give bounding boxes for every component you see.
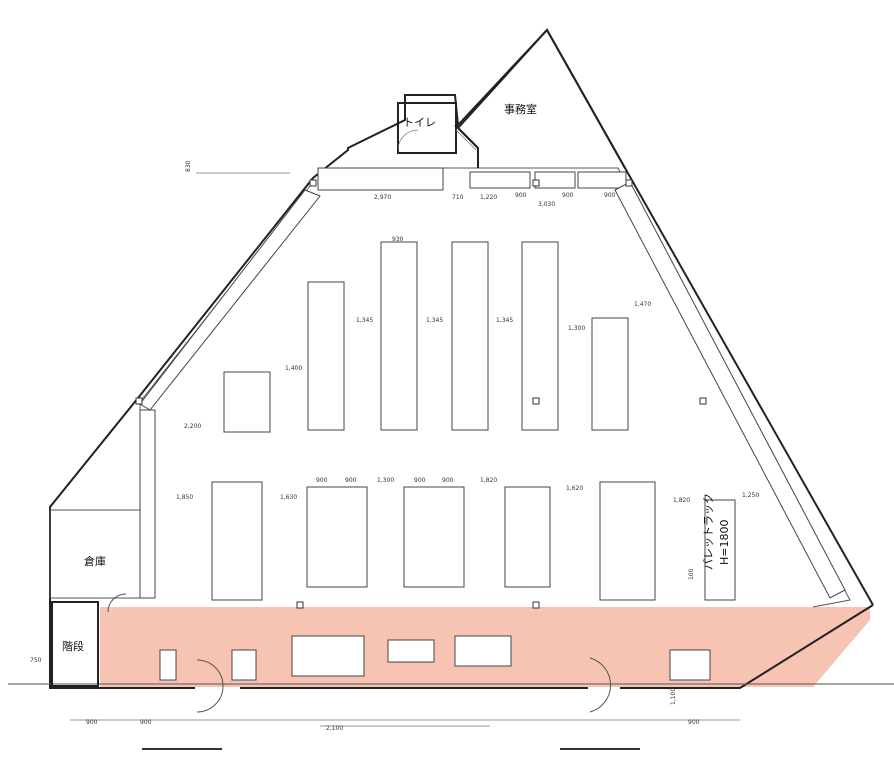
dim-bottom-2: 900 [688,719,700,726]
office-room [456,28,626,169]
office-label: 事務室 [504,102,537,116]
dim-aisle-c: 1,345 [496,317,513,324]
columns [135,179,707,609]
stairs-label: 階段 [62,639,84,653]
dim-aisle-e: 1,470 [634,301,651,308]
dim-aisle-g: 2,200 [184,423,201,430]
top-wall-shelves [317,167,627,191]
dim-mid-2: 1,300 [377,477,394,484]
dim-aisle-d: 1,300 [568,325,585,332]
dim-mid-b: 1,630 [280,494,297,501]
dim-mid-e: 1,820 [673,497,690,504]
dim-top-5: 900 [604,192,616,199]
dim-mid-f: 1,250 [742,492,759,499]
dim-top-4: 900 [562,192,574,199]
pallet-rack-size: H=1800 [718,520,731,565]
pallet-rack-label: パレットラック [702,493,715,570]
dim-aisle-b: 1,345 [426,317,443,324]
dim-top-1: 710 [452,194,464,201]
dim-top-3: 900 [515,192,527,199]
dim-mid-d: 1,620 [566,485,583,492]
toilet-label: トイレ [403,116,436,129]
dim-mid-0: 900 [316,477,328,484]
checkout-counters [159,635,711,681]
pallet-rack [704,499,736,601]
gondola-racks-lower [306,481,656,601]
dim-aisle-f: 1,400 [285,365,302,372]
highlighted-zone-corner [813,607,870,687]
dim-mid-c: 1,820 [480,477,497,484]
dim-top-2: 1,220 [480,194,497,201]
stairs [51,601,99,687]
bottom-dimension-lines [70,719,740,750]
dim-top-6: 3,030 [538,201,555,208]
dim-bottom-h: 1,100 [670,688,677,705]
gondola-racks-upper [307,241,629,431]
storage-room [49,509,141,599]
dim-mid-3: 900 [414,477,426,484]
dim-rack-width: 930 [392,236,404,243]
dim-pallet-gap: 100 [688,568,695,580]
dim-top-0: 2,970 [374,194,391,201]
dim-mid-left: 1,850 [176,494,193,501]
dim-left-small: 750 [30,657,42,664]
dim-bottom-1: 900 [140,719,152,726]
left-diagonal-shelves [139,189,321,599]
storage-label: 倉庫 [84,554,106,568]
dim-aisle-a: 1,345 [356,317,373,324]
right-diagonal-shelves [614,181,846,599]
dim-mid-4: 900 [442,477,454,484]
left-small-racks [211,371,271,601]
scale-mark-label: 830 [185,160,192,172]
entrance-doors [107,593,612,713]
dim-bottom-mid: 2,100 [326,725,343,732]
dim-bottom-0: 900 [86,719,98,726]
dim-mid-1: 900 [345,477,357,484]
